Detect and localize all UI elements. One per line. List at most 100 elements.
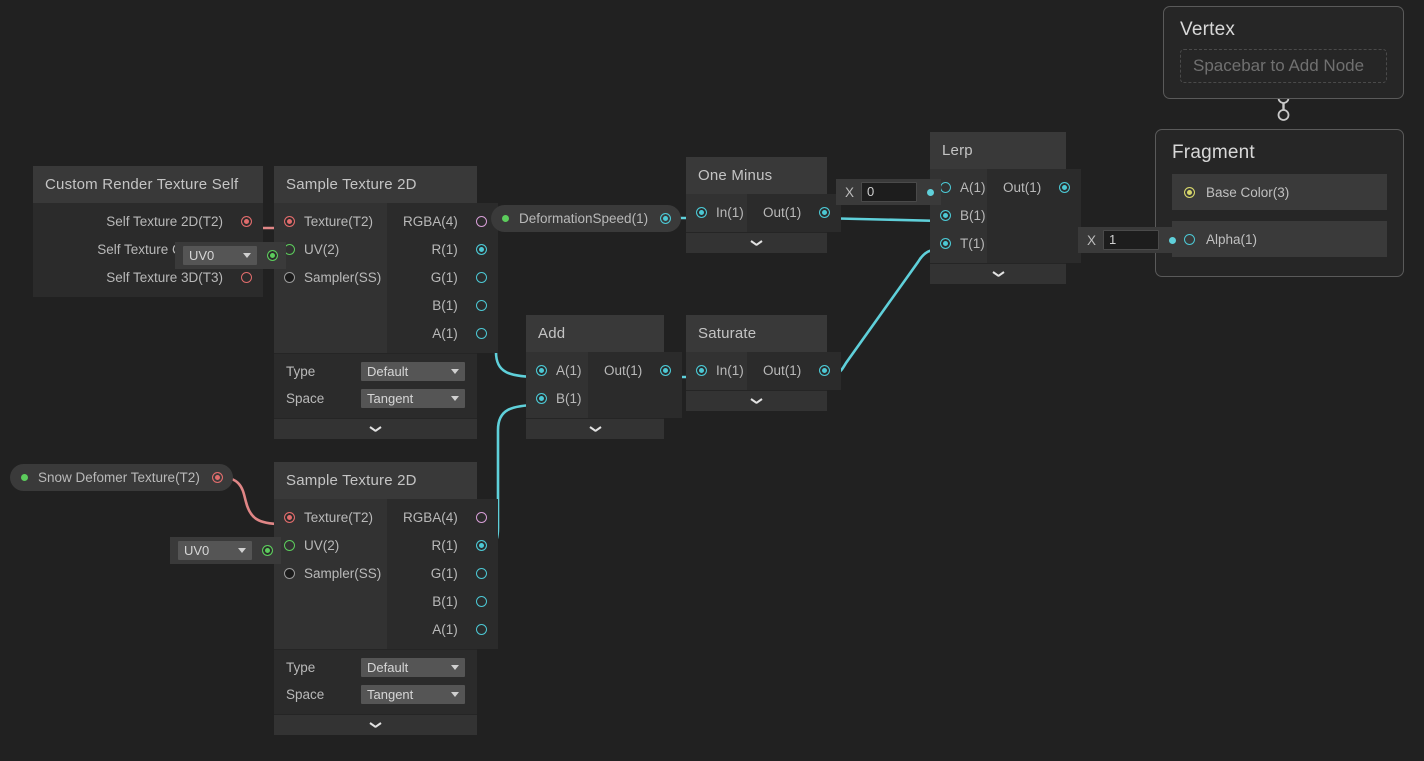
port-slot-float-icon[interactable] [1059, 181, 1071, 193]
port-slot-vec3-icon[interactable] [1184, 186, 1195, 198]
port-slot-texture2d-icon[interactable] [241, 215, 252, 227]
property-output-slot[interactable] [211, 472, 223, 483]
input-port-a[interactable]: A(1) [526, 356, 588, 384]
port-slot-float-icon[interactable] [1184, 233, 1195, 245]
setting-space[interactable]: Space Tangent [274, 681, 477, 708]
output-port-out[interactable]: Out(1) [588, 356, 682, 384]
port-slot-float-icon[interactable] [536, 364, 547, 376]
input-port-sampler[interactable]: Sampler(SS) [274, 263, 387, 291]
collapse-expand-button[interactable] [274, 714, 477, 735]
master-stack-vertex[interactable]: Vertex Spacebar to Add Node [1163, 6, 1404, 99]
input-port-texture[interactable]: Texture(T2) [274, 503, 387, 531]
inline-node-uv0-bottom[interactable]: UV0 [170, 537, 281, 564]
port-slot-texture-icon[interactable] [284, 511, 295, 523]
output-port-a[interactable]: A(1) [387, 615, 498, 643]
input-port-t[interactable]: T(1) [930, 229, 987, 257]
output-port-b[interactable]: B(1) [387, 291, 498, 319]
node-custom-render-texture-self[interactable]: Custom Render Texture Self Self Texture … [33, 166, 263, 297]
port-slot-texture-icon[interactable] [284, 215, 295, 227]
output-port-rgba[interactable]: RGBA(4) [387, 207, 498, 235]
input-port-sampler[interactable]: Sampler(SS) [274, 559, 387, 587]
vertex-add-node-placeholder[interactable]: Spacebar to Add Node [1180, 49, 1387, 83]
collapse-expand-button[interactable] [686, 232, 827, 253]
inline-node-float-zero[interactable]: X 0 [836, 179, 942, 205]
inline-node-float-one[interactable]: X 1 [1078, 227, 1184, 253]
float-value-input[interactable]: 0 [861, 182, 918, 202]
space-dropdown[interactable]: Tangent [361, 389, 465, 408]
inline-node-uv0-top[interactable]: UV0 [175, 242, 286, 269]
property-node-snow-deformer-texture[interactable]: Snow Defomer Texture(T2) [10, 464, 233, 491]
port-slot-float-icon[interactable] [475, 595, 487, 607]
output-port-rgba[interactable]: RGBA(4) [387, 503, 498, 531]
port-slot-float-icon[interactable] [475, 567, 487, 579]
port-slot-float-icon[interactable] [475, 271, 487, 283]
port-slot-float-icon[interactable] [819, 364, 831, 376]
uv-channel-dropdown-top[interactable]: UV0 [183, 246, 257, 265]
port-slot-float-icon[interactable] [696, 364, 707, 376]
input-port-texture[interactable]: Texture(T2) [274, 207, 387, 235]
type-dropdown[interactable]: Default [361, 362, 465, 381]
collapse-expand-button[interactable] [930, 263, 1066, 284]
port-slot-float-icon[interactable] [660, 364, 672, 376]
output-port-g[interactable]: G(1) [387, 263, 498, 291]
float-zero-output-slot[interactable] [927, 188, 935, 196]
output-port-b[interactable]: B(1) [387, 587, 498, 615]
uv0-bottom-output-slot[interactable] [262, 545, 273, 556]
port-slot-vec4-icon[interactable] [475, 215, 487, 227]
space-dropdown[interactable]: Tangent [361, 685, 465, 704]
collapse-expand-button[interactable] [274, 418, 477, 439]
port-slot-float-icon[interactable] [475, 299, 487, 311]
node-one-minus[interactable]: One Minus In(1) Out(1) [686, 157, 842, 253]
node-add[interactable]: Add A(1) B(1) Out(1) [526, 315, 683, 439]
fragment-block-alpha[interactable]: Alpha(1) [1172, 221, 1387, 257]
output-port-g[interactable]: G(1) [387, 559, 498, 587]
port-slot-float-icon[interactable] [536, 392, 547, 404]
port-slot-float-icon[interactable] [940, 209, 951, 221]
output-port-self-texture-3d[interactable]: Self Texture 3D(T3) [33, 263, 263, 291]
output-port-a[interactable]: A(1) [387, 319, 498, 347]
output-port-out[interactable]: Out(1) [747, 356, 841, 384]
property-output-slot[interactable] [660, 213, 672, 224]
output-port-out[interactable]: Out(1) [987, 173, 1081, 201]
input-port-b[interactable]: B(1) [930, 201, 987, 229]
node-saturate[interactable]: Saturate In(1) Out(1) [686, 315, 842, 411]
collapse-expand-button[interactable] [526, 418, 664, 439]
port-slot-float-icon[interactable] [475, 623, 487, 635]
property-node-deformation-speed[interactable]: DeformationSpeed(1) [491, 205, 682, 232]
port-slot-float-icon[interactable] [475, 327, 487, 339]
input-port-uv[interactable]: UV(2) [274, 531, 387, 559]
port-slot-float-icon[interactable] [940, 181, 951, 193]
master-stack-fragment[interactable]: Fragment Base Color(3) Alpha(1) [1155, 129, 1404, 277]
uv-channel-dropdown-bottom[interactable]: UV0 [178, 541, 252, 560]
node-lerp[interactable]: Lerp A(1) B(1) T(1) Out(1) [930, 132, 1082, 284]
port-slot-sampler-icon[interactable] [284, 567, 295, 579]
port-slot-sampler-icon[interactable] [284, 271, 295, 283]
input-port-in[interactable]: In(1) [686, 356, 747, 384]
port-slot-float-icon[interactable] [475, 243, 487, 255]
port-slot-texture3d-icon[interactable] [241, 271, 252, 283]
fragment-block-base-color[interactable]: Base Color(3) [1172, 174, 1387, 210]
float-one-output-slot[interactable] [1169, 236, 1177, 244]
input-port-b[interactable]: B(1) [526, 384, 588, 412]
port-slot-uv-icon[interactable] [284, 539, 295, 551]
float-value-input[interactable]: 1 [1103, 230, 1160, 250]
output-port-self-texture-2d[interactable]: Self Texture 2D(T2) [33, 207, 263, 235]
setting-space[interactable]: Space Tangent [274, 385, 477, 412]
setting-type[interactable]: Type Default [274, 358, 477, 385]
port-slot-float-icon[interactable] [475, 539, 487, 551]
setting-type[interactable]: Type Default [274, 654, 477, 681]
uv0-top-output-slot[interactable] [267, 250, 278, 261]
port-slot-vec4-icon[interactable] [475, 511, 487, 523]
node-sample-texture-2d-bottom[interactable]: Sample Texture 2D Texture(T2) UV(2) Samp… [274, 462, 498, 735]
port-slot-float-icon[interactable] [940, 237, 951, 249]
node-sample-texture-2d-top[interactable]: Sample Texture 2D Texture(T2) UV(2) Samp… [274, 166, 498, 439]
output-port-r[interactable]: R(1) [387, 235, 498, 263]
output-port-r[interactable]: R(1) [387, 531, 498, 559]
port-slot-float-icon[interactable] [819, 206, 831, 218]
input-port-uv[interactable]: UV(2) [274, 235, 387, 263]
output-port-out[interactable]: Out(1) [747, 198, 841, 226]
input-port-in[interactable]: In(1) [686, 198, 747, 226]
collapse-expand-button[interactable] [686, 390, 827, 411]
type-dropdown[interactable]: Default [361, 658, 465, 677]
